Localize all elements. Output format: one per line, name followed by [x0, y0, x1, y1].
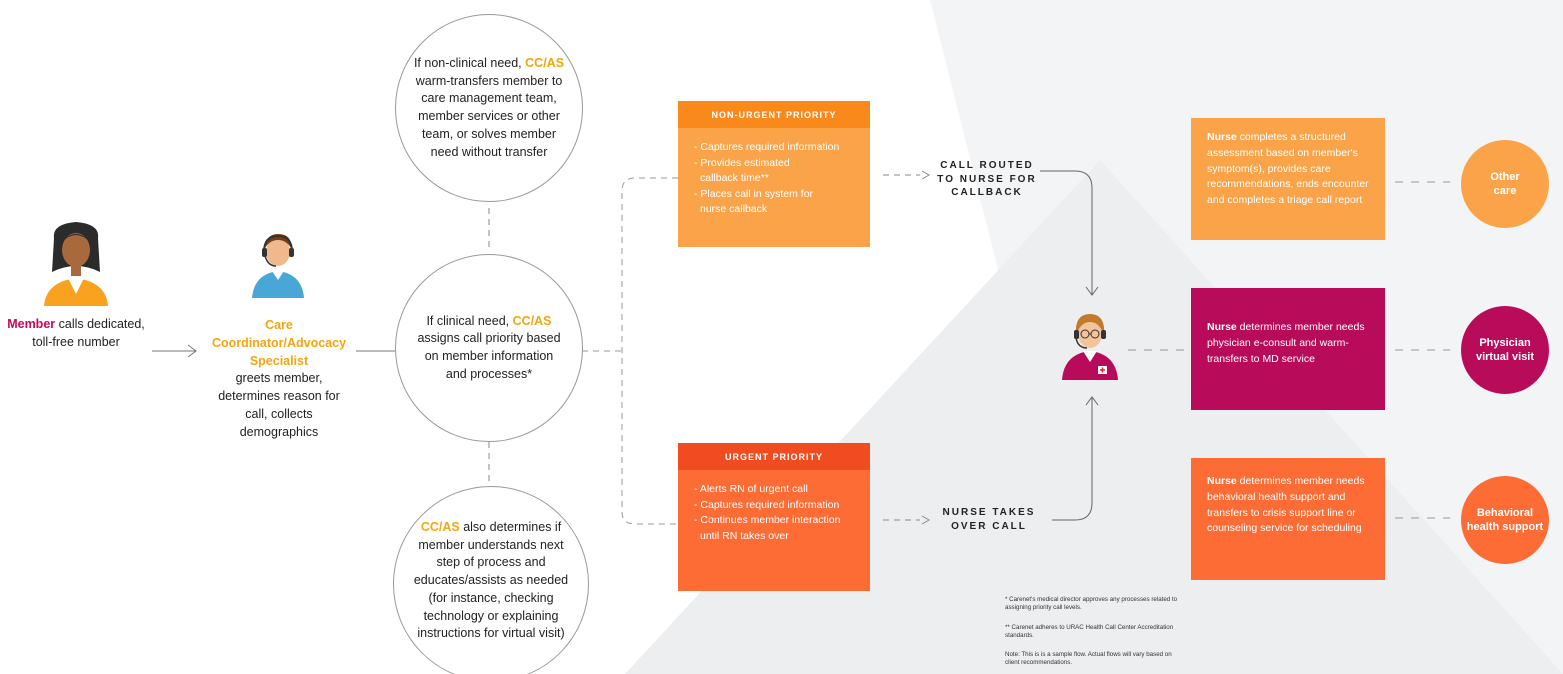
- circle-top-highlight: CC/AS: [525, 55, 565, 70]
- non-urgent-item: - Captures required information: [694, 141, 840, 153]
- circle-bottom-highlight: CC/AS: [420, 519, 460, 534]
- nurse-headset-icon: [1062, 314, 1118, 380]
- coordinator-desc-2: determines reason for: [218, 389, 340, 403]
- non-urgent-item: - Provides estimated: [694, 156, 790, 169]
- circle-mid-highlight: CC/AS: [512, 313, 552, 328]
- circle-top-line1: warm-transfers member to: [415, 73, 563, 88]
- member-highlight: Member: [7, 317, 56, 331]
- outcome-behavioral-line1: Behavioral: [1476, 506, 1534, 519]
- urgent-priority-box: URGENT PRIORITY - Alerts RN of urgent ca…: [678, 443, 870, 591]
- coordinator-caption: Care Coordinator/Advocacy Specialist gre…: [199, 317, 359, 441]
- circle-top-pre: If non-clinical need,: [413, 55, 526, 70]
- flow-takeover-line1: NURSE TAKES: [942, 507, 1036, 518]
- circle-bottom-line6: instructions for virtual visit): [417, 626, 565, 641]
- circle-bottom-line4: (for instance, checking: [428, 590, 554, 605]
- flow-callback-line1: CALL ROUTED: [940, 160, 1034, 171]
- flow-callback-line3: CALLBACK: [951, 187, 1023, 198]
- dash-branch-bracket: [582, 177, 678, 525]
- urgent-item: - Alerts RN of urgent call: [694, 483, 808, 495]
- flow-label-callback: CALL ROUTED TO NURSE FOR CALLBACK: [932, 159, 1042, 200]
- urgent-header: URGENT PRIORITY: [678, 443, 870, 470]
- circle-bottom-line1: member understands next: [418, 537, 564, 552]
- member-line1-text: calls dedicated,: [55, 317, 145, 331]
- footnote-1: * Carenet's medical director approves an…: [1005, 596, 1178, 612]
- member-caption-line1: Member calls dedicated,: [0, 316, 152, 334]
- nurse-lead-2: Nurse: [1207, 321, 1237, 333]
- non-urgent-priority-box: NON-URGENT PRIORITY - Captures required …: [678, 101, 870, 247]
- footnote-3: Note: This is is a sample flow. Actual f…: [1005, 651, 1172, 667]
- nurse-lead-3: Nurse: [1207, 475, 1237, 487]
- coordinator-title-3: Specialist: [249, 353, 309, 368]
- outcome-other-line1: Other: [1490, 170, 1520, 183]
- urgent-list: - Alerts RN of urgent call - Captures re…: [678, 470, 870, 544]
- flow-callback-line2: TO NURSE FOR: [937, 173, 1037, 185]
- member-avatar-icon: [44, 222, 108, 306]
- non-urgent-header: NON-URGENT PRIORITY: [678, 101, 870, 128]
- circle-top-line3: member services or other: [418, 109, 560, 123]
- non-urgent-item: - Places call in system for: [694, 187, 814, 200]
- urgent-item: - Captures required information: [694, 498, 840, 511]
- circle-top-line2: care management team,: [421, 91, 557, 106]
- circle-mid-pre: If clinical need,: [426, 313, 513, 328]
- flow-takeover-line2: OVER CALL: [951, 520, 1027, 532]
- circle-bottom-line5: technology or explaining: [423, 608, 559, 623]
- coordinator-desc-3: call, collects: [245, 406, 313, 421]
- nurse-text-1: completes a structured assessment based …: [1207, 131, 1369, 206]
- circle-top-line4: team, or solves member: [421, 126, 557, 141]
- arrow-labels-to-nurse: [1040, 170, 1099, 521]
- circle-mid-line1: assigns call priority based: [417, 331, 561, 346]
- circle-educate: CC/AS also determines if member understa…: [393, 486, 589, 674]
- nurse-text-3: determines member needs behavioral healt…: [1207, 475, 1365, 535]
- urgent-item: - Continues member interaction: [694, 514, 841, 527]
- headset-agent-icon: [252, 234, 304, 298]
- coordinator-desc-1: greets member,: [235, 371, 323, 386]
- nurse-behavioral-box: Nurse determines member needs behavioral…: [1191, 458, 1385, 580]
- coordinator-title-2: Coordinator/Advocacy: [211, 335, 347, 350]
- member-caption: Member calls dedicated, toll-free number: [0, 316, 152, 352]
- circle-bottom-line0: CC/AS also determines if: [414, 519, 568, 537]
- outcome-other-line2: care: [1493, 185, 1517, 197]
- circle-mid-line3: and processes*: [445, 366, 533, 381]
- member-caption-line2: toll-free number: [32, 334, 120, 349]
- circle-non-clinical: If non-clinical need, CC/AS warm-transfe…: [395, 14, 583, 202]
- coordinator-title-1: Care: [265, 318, 293, 332]
- nurse-assessment-box: Nurse completes a structured assessment …: [1191, 118, 1385, 240]
- circle-bottom-line3: educates/assists as needed: [413, 573, 569, 588]
- non-urgent-item: nurse callback: [700, 203, 768, 216]
- outcome-behavioral-line2: health support: [1466, 521, 1544, 533]
- coordinator-desc-4: demographics: [239, 424, 319, 439]
- circle-clinical: If clinical need, CC/AS assigns call pri…: [395, 254, 583, 442]
- circle-mid-line2: on member information: [424, 349, 554, 363]
- urgent-item: until RN takes over: [700, 529, 789, 542]
- non-urgent-item: callback time**: [700, 172, 769, 185]
- nurse-lead-1: Nurse: [1207, 131, 1237, 143]
- dash-box-to-label: [883, 170, 931, 525]
- arrow-member-to-coordinator: [152, 344, 197, 358]
- footnote-2: ** Carenet adheres to URAC Health Call C…: [1005, 624, 1174, 640]
- flow-label-takeover: NURSE TAKES OVER CALL: [935, 506, 1043, 533]
- outcome-physician-line1: Physician: [1479, 336, 1531, 349]
- circle-mid-line0: If clinical need, CC/AS: [417, 313, 560, 331]
- circle-bottom-post: also determines if: [459, 519, 562, 534]
- circle-bottom-line2: step of process and: [436, 555, 546, 570]
- non-urgent-list: - Captures required information - Provid…: [678, 128, 870, 218]
- outcome-physician-visit: Physician virtual visit: [1461, 306, 1549, 394]
- nurse-text-2: determines member needs physician e-cons…: [1207, 321, 1365, 365]
- outcome-behavioral-health: Behavioral health support: [1461, 476, 1549, 564]
- circle-top-line0: If non-clinical need, CC/AS: [414, 55, 564, 73]
- circle-top-line5: need without transfer: [430, 144, 548, 159]
- outcome-other-care: Other care: [1461, 140, 1549, 228]
- outcome-physician-line2: virtual visit: [1475, 351, 1535, 363]
- nurse-physician-box: Nurse determines member needs physician …: [1191, 288, 1385, 410]
